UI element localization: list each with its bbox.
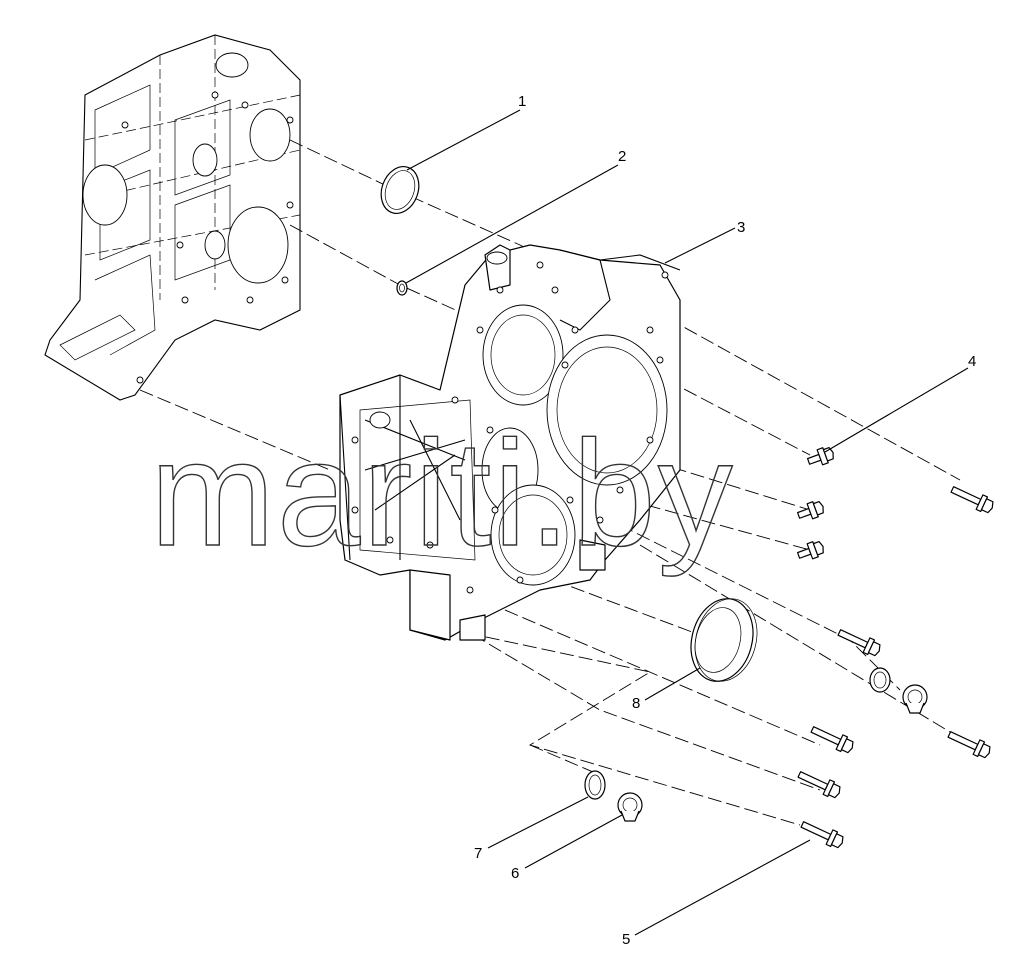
callout-2: 2	[618, 148, 626, 165]
seal-ring-small	[396, 280, 408, 296]
callout-6: 6	[511, 865, 519, 882]
crankshaft-seal	[690, 598, 758, 682]
o-ring-large	[380, 166, 420, 214]
engine-block	[44, 34, 301, 401]
flange-bolts-long	[797, 486, 994, 849]
flange-bolts-short	[796, 446, 834, 560]
sealing-rings	[584, 667, 891, 800]
callout-7: 7	[474, 845, 482, 862]
callout-3: 3	[737, 219, 745, 236]
callouts: 1 2 3 4 5 6 7 8	[405, 93, 976, 948]
watermark-text: mariti.by	[150, 409, 735, 577]
timing-housing	[339, 244, 681, 641]
callout-5: 5	[622, 931, 630, 948]
callout-1: 1	[518, 93, 526, 110]
callout-4: 4	[968, 353, 976, 370]
callout-8: 8	[632, 695, 640, 712]
plugs	[617, 684, 928, 822]
